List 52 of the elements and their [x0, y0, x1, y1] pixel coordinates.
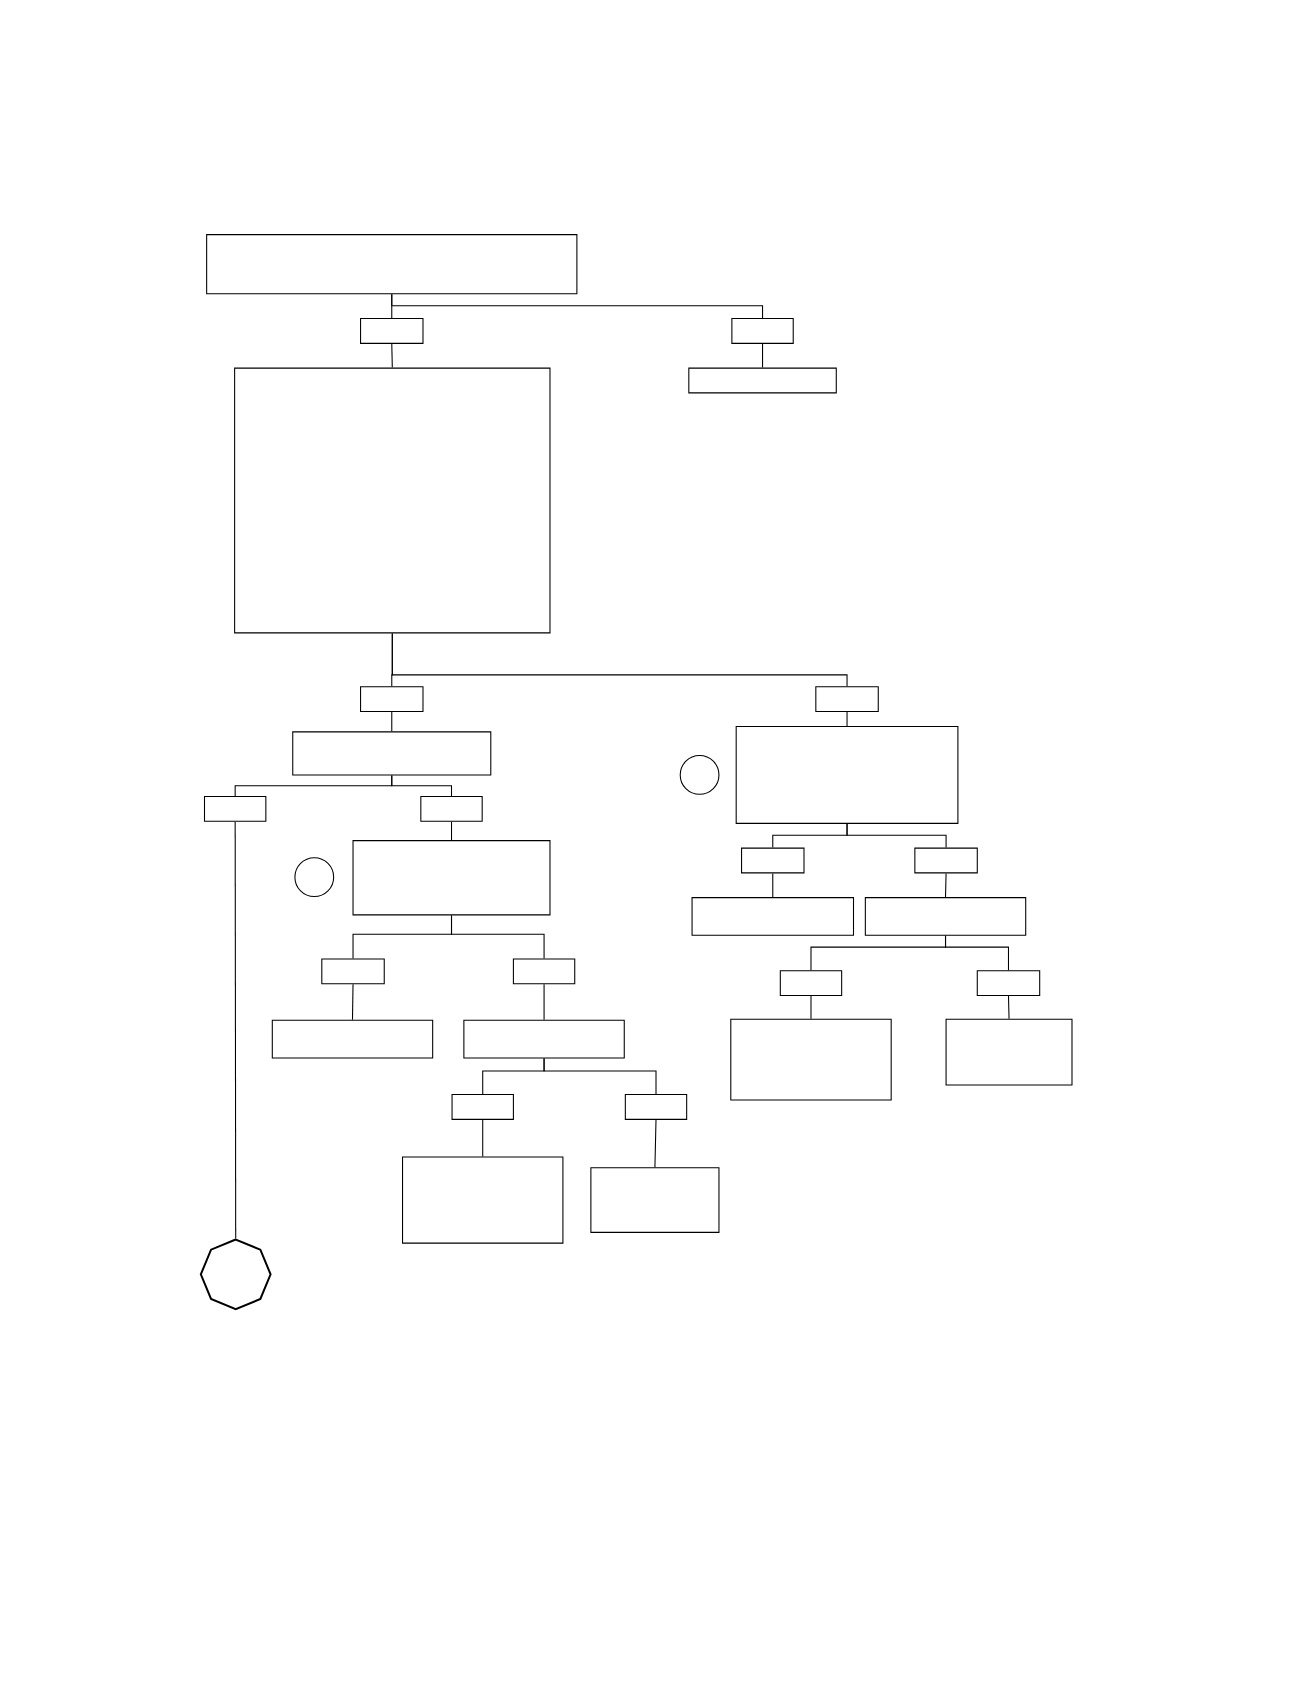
connector-line	[391, 343, 393, 369]
process-box	[234, 367, 551, 634]
connector-line	[1007, 995, 1010, 1020]
process-box	[590, 1167, 720, 1233]
process-box	[945, 1018, 1073, 1086]
process-box	[203, 795, 267, 822]
process-box	[360, 686, 424, 712]
process-box	[624, 1094, 688, 1120]
connector-line	[351, 983, 354, 1021]
process-box	[730, 1018, 892, 1101]
process-box	[463, 1019, 625, 1059]
process-box	[352, 840, 551, 916]
process-box	[360, 318, 424, 344]
connector-line	[234, 821, 237, 1239]
process-box	[321, 958, 385, 985]
process-box	[420, 795, 483, 822]
connector-circle	[679, 755, 720, 795]
process-box	[688, 367, 837, 394]
connector-line	[543, 1058, 657, 1095]
connector-line	[450, 914, 545, 959]
process-box	[512, 958, 576, 985]
connector-line	[945, 935, 1009, 971]
connector-line	[810, 995, 812, 1020]
connector-line	[391, 632, 848, 687]
process-box	[741, 847, 805, 874]
process-box	[864, 897, 1027, 936]
process-box	[735, 725, 959, 824]
connector-circle	[294, 857, 335, 898]
process-box	[292, 731, 492, 776]
connector-line	[391, 774, 453, 797]
process-box	[731, 318, 794, 344]
connector-line	[846, 823, 947, 849]
connector-line	[772, 872, 774, 898]
stop-octagon	[199, 1238, 272, 1311]
connector-line	[846, 711, 848, 727]
connector-line	[450, 821, 453, 841]
connector-line	[654, 1119, 657, 1168]
process-box	[206, 234, 578, 295]
process-box	[451, 1094, 514, 1120]
connector-line	[762, 343, 764, 369]
process-box	[815, 686, 879, 712]
connector-line	[391, 293, 764, 319]
connector-line	[482, 1119, 484, 1158]
connector-line	[543, 983, 545, 1021]
connector-line	[945, 872, 947, 898]
process-box	[976, 970, 1041, 997]
process-box	[402, 1156, 564, 1244]
process-box	[691, 897, 855, 936]
process-box	[914, 847, 978, 874]
connector-line	[391, 711, 393, 732]
process-box	[271, 1019, 434, 1059]
process-box	[779, 970, 843, 997]
